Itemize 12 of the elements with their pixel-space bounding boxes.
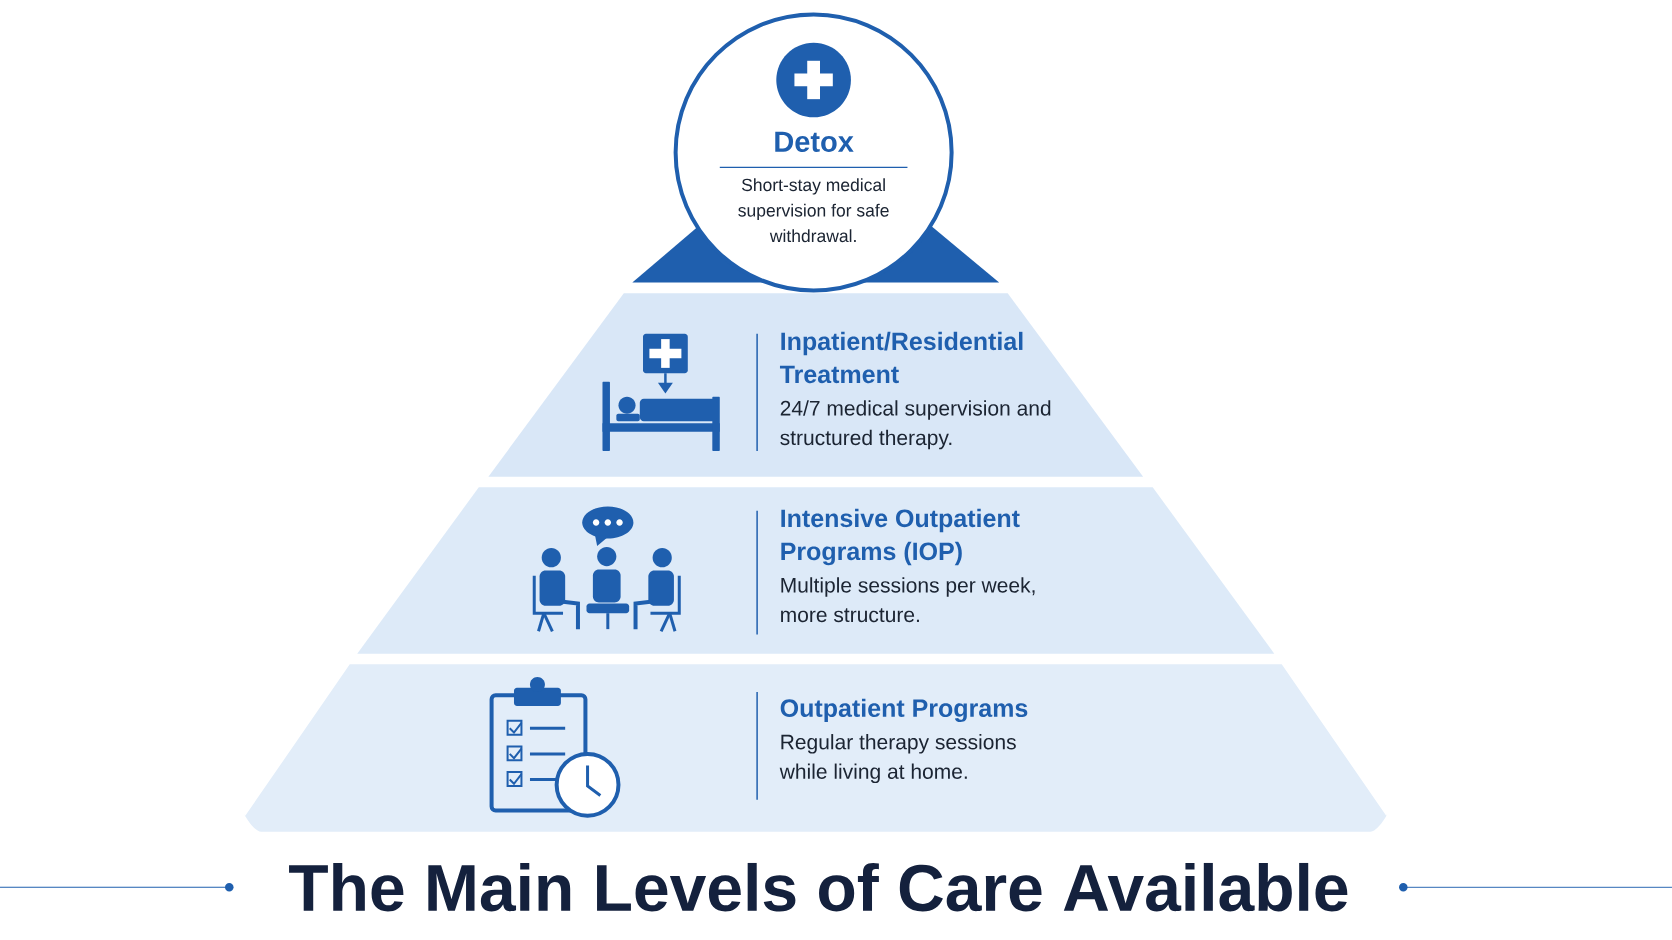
circle-badge	[632, 12, 1000, 293]
pyramid-tier	[357, 487, 1275, 654]
badge-heading: Detox	[775, 131, 854, 152]
tier-description: 24/7 medical supervision and structured therapy.	[780, 400, 1051, 450]
badge-description: Short-stay medical supervision for safe withdrawal.	[738, 178, 889, 242]
tier-heading: Intensive Outpatient Programs (IOP)	[781, 508, 1020, 565]
tier-description: Multiple sessions per week, more structure.	[781, 577, 1035, 622]
pyramid-tier	[488, 293, 1144, 477]
tier-description: Regular therapy sessions while living at home.	[779, 733, 1016, 783]
tier-heading: Outpatient Programs	[780, 698, 1028, 722]
tier-heading: Inpatient/Residential Treatment	[780, 331, 1023, 383]
title: The Main Levels of Care Available	[289, 862, 1348, 912]
